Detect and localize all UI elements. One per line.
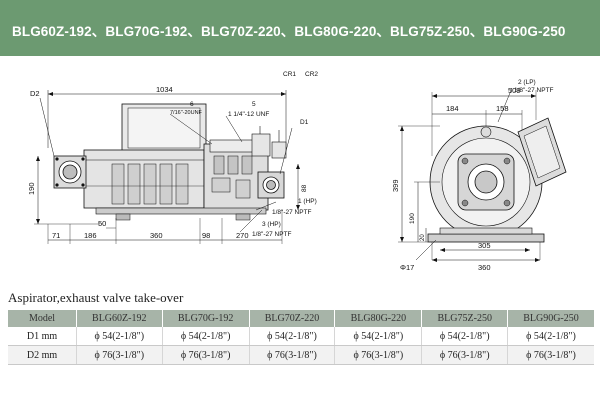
table-cell: ϕ 54(2-1/8") — [249, 327, 336, 346]
label-dim360: 360 — [150, 231, 163, 240]
table-header: BLG70G-192 — [162, 310, 250, 327]
label-dim270: 270 — [236, 231, 249, 240]
page-title: BLG60Z-192、BLG70G-192、BLG70Z-220、BLG80G-… — [12, 24, 566, 39]
label-dim5-thread: 1 1/4"-12 UNF — [228, 111, 269, 118]
label-dim184: 184 — [446, 104, 459, 113]
label-port3-thread: 1/8"-27 NPTF — [252, 231, 292, 238]
label-hole-dia: Φ17 — [400, 263, 414, 272]
label-lp-thread: 1/8"-27 NPTF — [514, 87, 554, 94]
table-cell: ϕ 54(2-1/8") — [162, 327, 250, 346]
label-total-length: 1034 — [156, 85, 173, 94]
table-cell: ϕ 76(3-1/8") — [421, 345, 508, 365]
table-row-label: D2 mm — [8, 345, 77, 365]
section-title: Aspirator,exhaust valve take-over — [8, 290, 184, 305]
label-port3: 3 (HP) — [262, 221, 281, 228]
table-cell: ϕ 54(2-1/8") — [334, 327, 423, 346]
table-cell: ϕ 76(3-1/8") — [334, 345, 423, 365]
label-height-190: 190 — [27, 182, 36, 195]
side-view — [398, 87, 567, 262]
label-dim6-thread: 7/16"-20UNF — [170, 110, 203, 116]
table-cell: ϕ 54(2-1/8") — [76, 327, 163, 346]
label-dim6: 6 — [190, 101, 194, 108]
table-header: Model — [8, 310, 77, 327]
front-view-labels: D2 1034 6 7/16"-20UNF 5 1 1/4"-12 UNF CR… — [27, 71, 318, 240]
table-header: BLG75Z-250 — [421, 310, 508, 327]
table-header: BLG90G-250 — [507, 310, 594, 327]
table-header: BLG70Z-220 — [249, 310, 336, 327]
label-dim98: 98 — [202, 231, 210, 240]
label-dim305: 305 — [478, 241, 491, 250]
label-dim360-side: 360 — [478, 263, 491, 272]
table-cell: ϕ 54(2-1/8") — [421, 327, 508, 346]
table-cell: ϕ 76(3-1/8") — [76, 345, 163, 365]
label-d2: D2 — [30, 89, 40, 98]
label-cr1: CR1 — [283, 71, 296, 78]
table-header-row: Model BLG60Z-192 BLG70G-192 BLG70Z-220 B… — [8, 310, 594, 327]
side-view-labels: 2 (LP) 1/8"-27 NPTF 509 184 158 399 20 1… — [391, 79, 554, 272]
table-cell: ϕ 54(2-1/8") — [507, 327, 594, 346]
technical-drawing: D2 1034 6 7/16"-20UNF 5 1 1/4"-12 UNF CR… — [27, 71, 567, 272]
label-hp-thread: 1/8"-27 NPTF — [272, 209, 312, 216]
header-banner: BLG60Z-192、BLG70G-192、BLG70Z-220、BLG80G-… — [0, 0, 600, 56]
table-row-label: D1 mm — [8, 327, 77, 346]
table-cell: ϕ 76(3-1/8") — [162, 345, 250, 365]
spec-table: Model BLG60Z-192 BLG70G-192 BLG70Z-220 B… — [8, 310, 594, 365]
table-header: BLG80G-220 — [334, 310, 423, 327]
label-hp: 1 (HP) — [298, 198, 317, 205]
label-dim190-side: 190 — [409, 213, 416, 224]
label-lp: 2 (LP) — [518, 79, 536, 86]
table-row: D2 mm ϕ 76(3-1/8") ϕ 76(3-1/8") ϕ 76(3-1… — [8, 345, 594, 365]
table-cell: ϕ 76(3-1/8") — [249, 345, 336, 365]
front-view — [34, 90, 300, 244]
table-row: D1 mm ϕ 54(2-1/8") ϕ 54(2-1/8") ϕ 54(2-1… — [8, 327, 594, 346]
table-header: BLG60Z-192 — [76, 310, 163, 327]
label-cr2: CR2 — [305, 71, 318, 78]
label-dim20: 20 — [420, 234, 426, 241]
label-dim186: 186 — [84, 231, 97, 240]
label-height-399: 399 — [391, 179, 400, 192]
label-dim50: 50 — [98, 219, 106, 228]
label-dim71: 71 — [52, 231, 60, 240]
label-dim5: 5 — [252, 101, 256, 108]
label-dim509: 509 — [508, 86, 521, 95]
label-height-88: 88 — [301, 184, 308, 192]
table-cell: ϕ 76(3-1/8") — [507, 345, 594, 365]
label-d1: D1 — [300, 119, 309, 126]
label-dim158: 158 — [496, 104, 509, 113]
